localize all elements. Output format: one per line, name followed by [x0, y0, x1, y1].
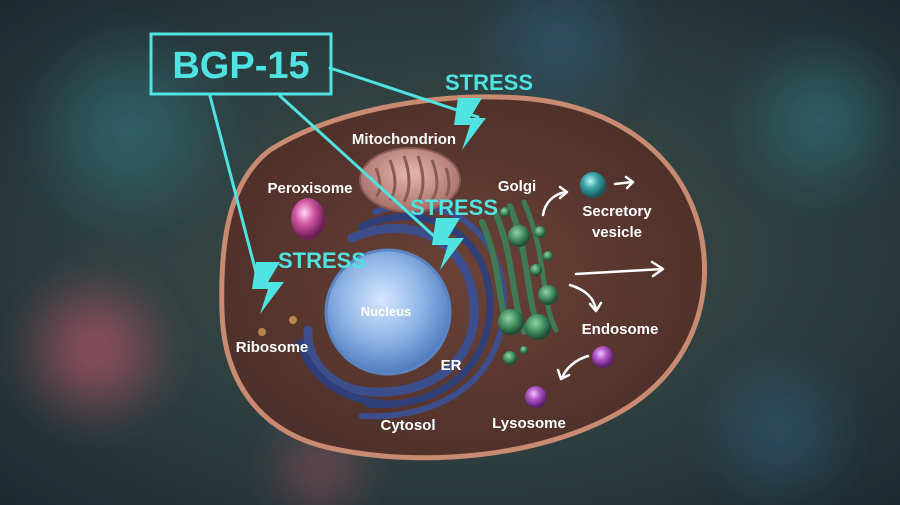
label-endosome: Endosome: [582, 321, 659, 338]
stress-label-middle: STRESS: [410, 195, 498, 220]
bgp15-box: [149, 32, 333, 96]
lightning-bolt-icon: [252, 262, 284, 314]
label-secretory-vesicle-2: vesicle: [592, 224, 642, 241]
peroxisome: [291, 198, 325, 240]
lightning-bolt-icon: [454, 98, 486, 150]
transport-arrows: [541, 175, 665, 381]
lysosome: [525, 386, 547, 408]
label-secretory-vesicle-1: Secretory: [582, 203, 652, 220]
nucleus: [324, 248, 452, 376]
cell-membrane: [219, 94, 708, 461]
label-ribosome: Ribosome: [236, 339, 309, 356]
stress-label-top: STRESS: [445, 70, 533, 95]
label-lysosome: Lysosome: [492, 415, 566, 432]
secretory-vesicle: [580, 172, 606, 198]
bgp15-label: BGP-15: [172, 45, 309, 87]
bgp15-connector-lines: [208, 66, 480, 282]
stress-label-left: STRESS: [278, 248, 366, 273]
label-mitochondrion: Mitochondrion: [352, 131, 456, 148]
label-nucleus: Nucleus: [361, 304, 412, 319]
background-blur-blobs: [10, 0, 900, 505]
golgi-vesicles: [498, 207, 558, 365]
lightning-bolts: [252, 98, 486, 314]
label-peroxisome: Peroxisome: [267, 180, 352, 197]
lightning-bolt-icon: [432, 218, 464, 270]
label-golgi: Golgi: [498, 178, 536, 195]
label-er: ER: [441, 357, 462, 374]
ribosomes: [258, 316, 297, 336]
label-cytosol: Cytosol: [380, 417, 435, 434]
endosome: [592, 346, 614, 368]
